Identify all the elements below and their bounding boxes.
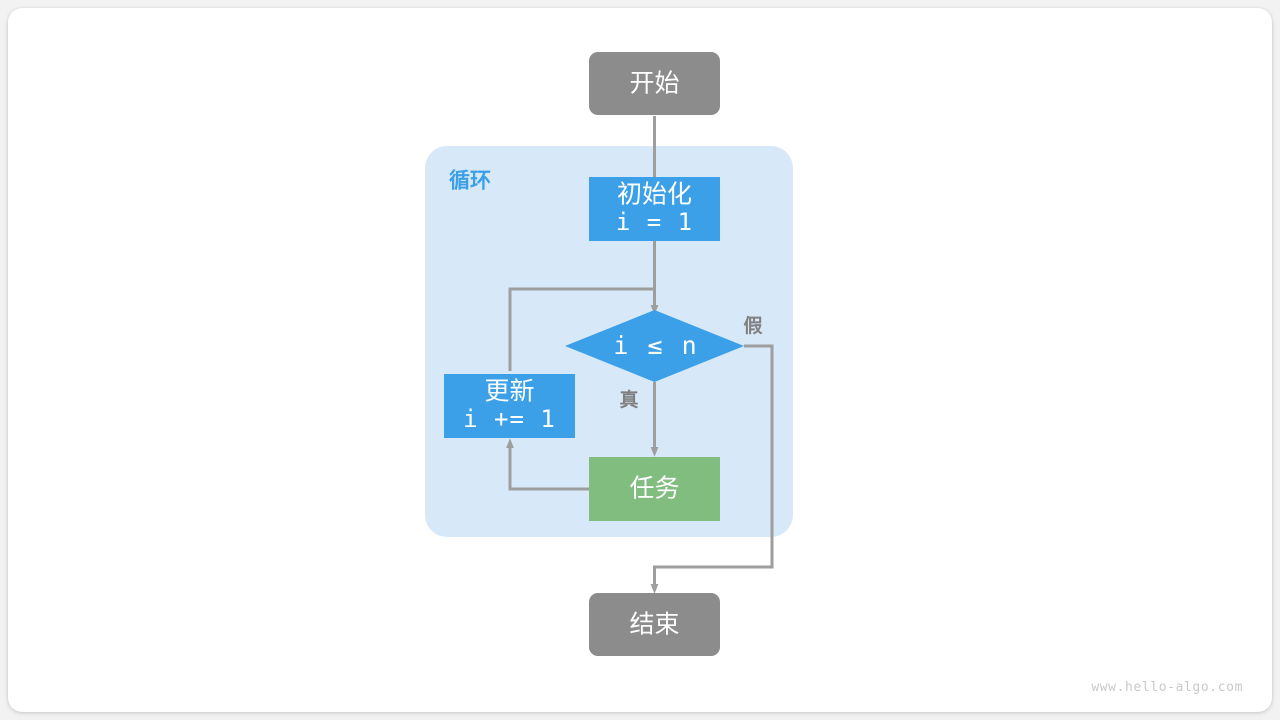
node-start-label: 开始 <box>629 70 679 98</box>
edge-label-false: 假 <box>743 314 762 337</box>
node-end-label: 结束 <box>629 611 679 639</box>
node-update[interactable]: 更新 i += 1 <box>444 374 575 438</box>
loop-group-label: 循环 <box>449 169 491 193</box>
node-start[interactable]: 开始 <box>589 52 720 115</box>
node-condition-label: i ≤ n <box>613 331 698 360</box>
edge-label-true: 真 <box>619 388 638 411</box>
node-task-label: 任务 <box>629 475 679 503</box>
node-init-sublabel: i = 1 <box>616 208 693 236</box>
watermark-url: www.hello-algo.com <box>1091 680 1243 695</box>
node-task[interactable]: 任务 <box>589 457 720 521</box>
node-update-label: 更新 <box>484 378 534 406</box>
node-condition[interactable]: i ≤ n <box>565 310 744 382</box>
edge-task-to-update <box>506 438 589 491</box>
node-end[interactable]: 结束 <box>589 593 720 656</box>
node-update-sublabel: i += 1 <box>463 405 556 433</box>
node-init[interactable]: 初始化 i = 1 <box>589 177 720 241</box>
edge-cond-to-end <box>650 344 774 594</box>
node-init-label: 初始化 <box>617 181 692 209</box>
edge-update-to-cond <box>508 287 656 371</box>
